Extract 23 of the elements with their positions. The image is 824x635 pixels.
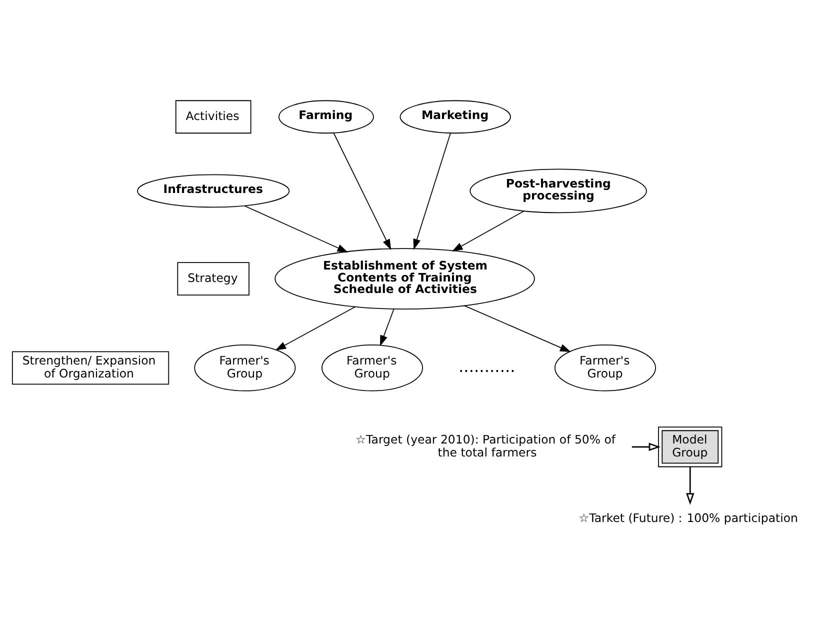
arrow	[464, 304, 571, 352]
node-ellipse: Farming	[278, 100, 374, 134]
label: ...........	[458, 356, 516, 376]
arrow	[452, 210, 524, 251]
arrow	[413, 132, 451, 250]
node-ellipse: Infrastructures	[137, 174, 290, 208]
node-text: ☆Target (year 2010): Participation of 50% of the total farmers	[356, 432, 616, 459]
arrow	[686, 466, 694, 504]
node-ellipse: Establishment of System Contents of Training Schedule of Activities	[274, 248, 535, 309]
node-box: Activities	[175, 100, 252, 134]
arrow	[333, 132, 392, 250]
node-text: ☆Tarket (Future)：100% participation	[578, 510, 798, 525]
node-box: Model Group	[658, 426, 722, 467]
arrow	[380, 308, 394, 346]
arrow	[275, 306, 356, 350]
node-box: Strategy	[177, 262, 250, 295]
node-box: Strengthen/ Expansion of Organization	[12, 350, 170, 384]
node-ellipse: Post-harvesting processing	[470, 168, 647, 213]
node-ellipse: Marketing	[400, 100, 511, 134]
arrow	[244, 204, 348, 252]
arrow	[632, 442, 661, 450]
node-ellipse: Farmer's Group	[322, 344, 424, 391]
node-ellipse: Farmer's Group	[194, 344, 296, 391]
